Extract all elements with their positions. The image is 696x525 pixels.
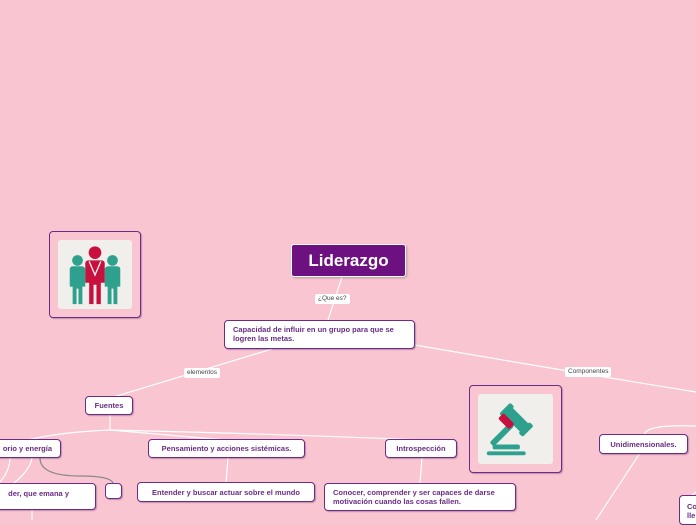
definition-node[interactable]: Capacidad de influir en un grupo para qu… [224, 320, 415, 349]
partial-right-node[interactable]: Co lle [679, 495, 696, 525]
unidimensionales-node[interactable]: Unidimensionales. [599, 434, 688, 454]
introspeccion-node[interactable]: Introspección [385, 439, 457, 458]
link-label-elementos: elementos [184, 368, 220, 378]
gavel-image-node[interactable] [469, 385, 562, 473]
root-topic[interactable]: Liderazgo [291, 244, 406, 277]
emana-node[interactable]: der, que emana y [0, 483, 96, 510]
empty-node[interactable] [105, 483, 122, 499]
link-label-que-es: ¿Que es? [315, 294, 350, 304]
link-label-componentes: Componentes [565, 367, 612, 377]
partial-right-line-1: Co [687, 502, 696, 511]
poder-energia-node[interactable]: orio y energía [0, 439, 61, 458]
conocer-node[interactable]: Conocer, comprender y ser capaces de dar… [324, 483, 516, 511]
pensamiento-node[interactable]: Pensamiento y acciones sistémicas. [148, 439, 305, 458]
group-image-node[interactable] [49, 231, 141, 318]
entender-node[interactable]: Entender y buscar actuar sobre el mundo [137, 482, 315, 502]
leadership-group-icon [58, 240, 132, 309]
gavel-icon [478, 394, 553, 464]
fuentes-node[interactable]: Fuentes [85, 396, 133, 415]
partial-right-line-2: lle [687, 511, 696, 520]
